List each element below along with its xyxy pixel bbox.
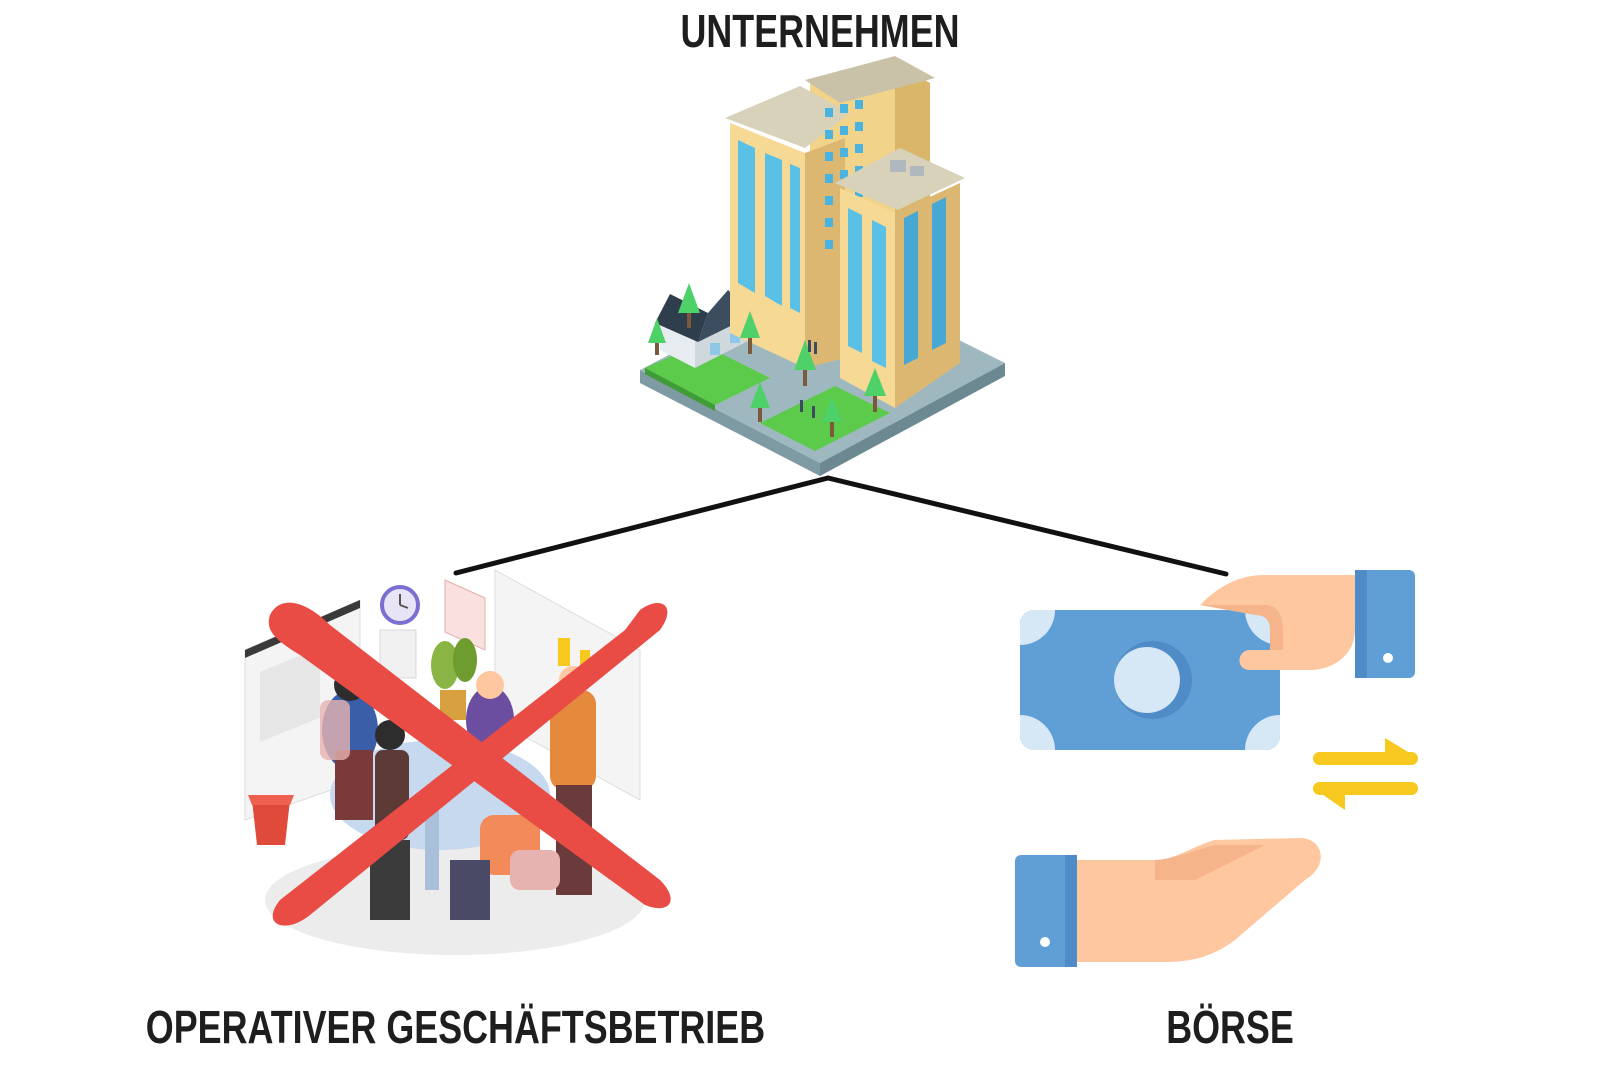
connector-left (453, 475, 831, 576)
child-node-label-operations: OPERATIVER GESCHÄFTSBETRIEB (145, 1001, 766, 1053)
money-exchange-hands-icon (1015, 570, 1418, 967)
root-node-label: UNTERNEHMEN (680, 5, 960, 57)
child-node-label-exchange: BÖRSE (1166, 1001, 1294, 1053)
office-meeting-icon (244, 569, 671, 955)
office-building-icon (640, 56, 1005, 476)
connector-right (825, 475, 1229, 577)
cross-out-mark (268, 602, 671, 926)
